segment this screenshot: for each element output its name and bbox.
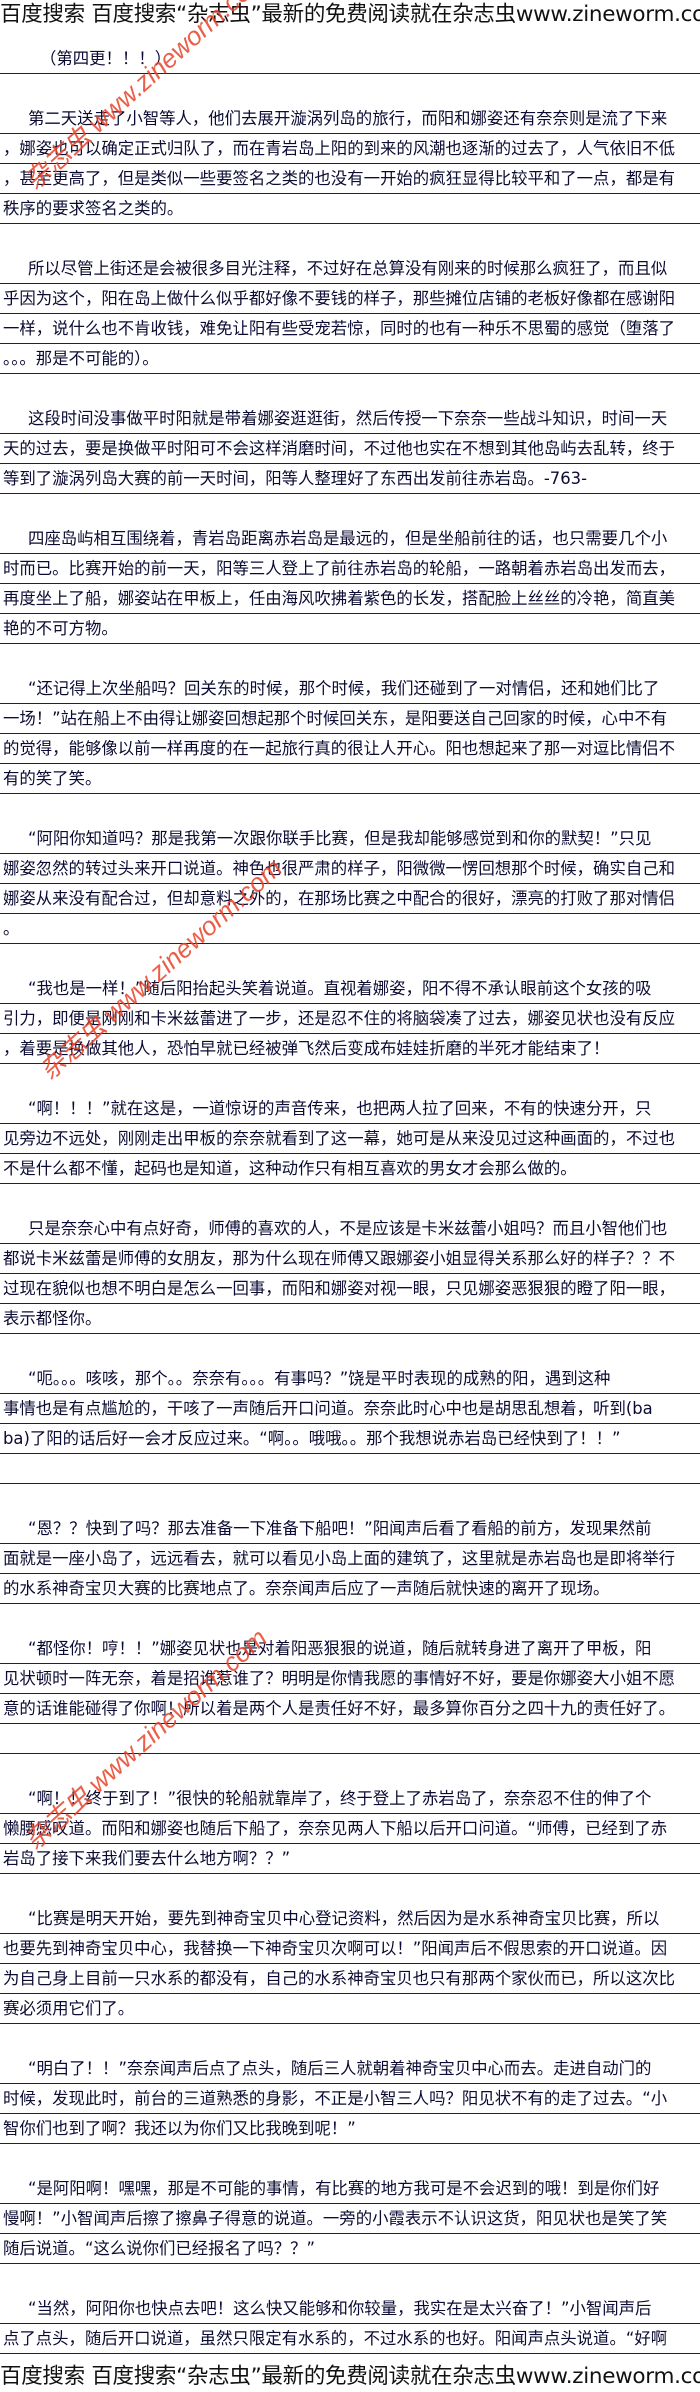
paragraph-line: 时而已。比赛开始的前一天，阳等三人登上了前往赤岩岛的轮船，一路朝着赤岩岛出发而去… bbox=[0, 554, 700, 584]
paragraph-line: ，着要是换做其他人，恐怕早就已经被弹飞然后变成布娃娃折磨的半死才能结束了！ bbox=[0, 1034, 700, 1064]
paragraph-line bbox=[0, 1724, 700, 1754]
blank-line bbox=[0, 944, 700, 974]
paragraph-line: 有的笑了笑。 bbox=[0, 764, 700, 794]
paragraph-line: ，甚至更高了，但是类似一些要签名之类的也没有一开始的疯狂显得比较平和了一点，都是… bbox=[0, 164, 700, 194]
chapter-body: （第四更！！！） 第二天送走了小智等人，他们去展开漩涡列岛的旅行，而阳和娜姿还有奈… bbox=[0, 44, 700, 2354]
blank-line bbox=[0, 2144, 700, 2174]
paragraph-line: 乎因为这个，阳在岛上做什么似乎都好像不要钱的样子，那些摊位店铺的老板好像都在感谢… bbox=[0, 284, 700, 314]
paragraph-line: 所以尽管上街还是会被很多目光注释，不过好在总算没有刚来的时候那么疯狂了，而且似 bbox=[0, 254, 700, 284]
blank-line bbox=[0, 2024, 700, 2054]
paragraph-line: 事情也是有点尴尬的，干咳了一声随后开口问道。奈奈此时心中也是胡思乱想着，听到(b… bbox=[0, 1394, 700, 1424]
blank-line bbox=[0, 794, 700, 824]
paragraph-line: 这段时间没事做平时阳就是带着娜姿逛逛街，然后传授一下奈奈一些战斗知识，时间一天 bbox=[0, 404, 700, 434]
paragraph-line: ba)了阳的话后好一会才反应过来。“啊。。哦哦。。那个我想说赤岩岛已经快到了！！… bbox=[0, 1424, 700, 1454]
blank-line bbox=[0, 374, 700, 404]
paragraph-line: 的水系神奇宝贝大赛的比赛地点了。奈奈闻声后应了一声随后就快速的离开了现场。 bbox=[0, 1574, 700, 1604]
paragraph-line: 岩岛了接下来我们要去什么地方啊？？” bbox=[0, 1844, 700, 1874]
paragraph-line: 不是什么都不懂，起码也是知道，这种动作只有相互喜欢的男女才会那么做的。 bbox=[0, 1154, 700, 1184]
paragraph-line: 面就是一座小岛了，远远看去，就可以看见小岛上面的建筑了，这里就是赤岩岛也是即将举… bbox=[0, 1544, 700, 1574]
blank-line bbox=[0, 224, 700, 254]
paragraph-line: 也要先到神奇宝贝中心，我替换一下神奇宝贝次啊可以！”阳闻声后不假思索的开口说道。… bbox=[0, 1934, 700, 1964]
blank-line bbox=[0, 1604, 700, 1634]
paragraph-line: 时候，发现此时，前台的三道熟悉的身影，不正是小智三人吗？阳见状不有的走了过去。“… bbox=[0, 2084, 700, 2114]
blank-line bbox=[0, 1874, 700, 1904]
paragraph-line: 智你们也到了啊？我还以为你们又比我晚到呢！” bbox=[0, 2114, 700, 2144]
paragraph-line: 只是奈奈心中有点好奇，师傅的喜欢的人，不是应该是卡米兹蕾小姐吗？而且小智他们也 bbox=[0, 1214, 700, 1244]
paragraph-line: “啊！！！”就在这是，一道惊讶的声音传来，也把两人拉了回来，不有的快速分开，只 bbox=[0, 1094, 700, 1124]
paragraph-line: 。 bbox=[0, 914, 700, 944]
paragraph-line: “啊！！终于到了！”很快的轮船就靠岸了，终于登上了赤岩岛了，奈奈忍不住的伸了个 bbox=[0, 1784, 700, 1814]
paragraph-line: 一样，说什么也不肯收钱，难免让阳有些受宠若惊，同时的也有一种乐不思蜀的感觉（堕落… bbox=[0, 314, 700, 344]
paragraph-line: 等到了漩涡列岛大赛的前一天时间，阳等人整理好了东西出发前往赤岩岛。-763- bbox=[0, 464, 700, 494]
blank-line bbox=[0, 1484, 700, 1514]
paragraph-line: 娜姿忽然的转过头来开口说道。神色也很严肃的样子，阳微微一愣回想那个时候，确实自己… bbox=[0, 854, 700, 884]
paragraph-line: 艳的不可方物。 bbox=[0, 614, 700, 644]
paragraph-line: 娜姿从来没有配合过，但却意料之外的，在那场比赛之中配合的很好，漂亮的打败了那对情… bbox=[0, 884, 700, 914]
chapter-heading: （第四更！！！） bbox=[0, 44, 700, 74]
blank-line bbox=[0, 644, 700, 674]
paragraph-line: 慢啊！”小智闻声后擦了擦鼻子得意的说道。一旁的小霞表示不认识这货，阳见状也是笑了… bbox=[0, 2204, 700, 2234]
paragraph-line: “当然，阿阳你也快点去吧！这么快又能够和你较量，我实在是太兴奋了！”小智闻声后 bbox=[0, 2294, 700, 2324]
paragraph-line: 都说卡米兹蕾是师傅的女朋友，那为什么现在师傅又跟娜姿小姐显得关系那么好的样子？？… bbox=[0, 1244, 700, 1274]
paragraph-line bbox=[0, 1454, 700, 1484]
paragraph-line: 再度坐上了船，娜姿站在甲板上，任由海风吹拂着紫色的长发，搭配脸上丝丝的冷艳，简直… bbox=[0, 584, 700, 614]
paragraph-line: “还记得上次坐船吗？回关东的时候，那个时候，我们还碰到了一对情侣，还和她们比了 bbox=[0, 674, 700, 704]
paragraph-line: 懒腰感叹道。而阳和娜姿也随后下船了，奈奈见两人下船以后开口问道。“师傅，已经到了… bbox=[0, 1814, 700, 1844]
blank-line bbox=[0, 1334, 700, 1364]
paragraph-line: “恩？？快到了吗？那去准备一下准备下船吧！”阳闻声后看了看船的前方，发现果然前 bbox=[0, 1514, 700, 1544]
paragraph-line: 一场！”站在船上不由得让娜姿回想起那个时候回关东，是阳要送自己回家的时候，心中不… bbox=[0, 704, 700, 734]
paragraph-line: 的觉得，能够像以前一样再度的在一起旅行真的很让人开心。阳也想起来了那一对逗比情侣… bbox=[0, 734, 700, 764]
paragraph-line: “都怪你！哼！！”娜姿见状也是对着阳恶狠狠的说道，随后就转身进了离开了甲板，阳 bbox=[0, 1634, 700, 1664]
paragraph-line: “比赛是明天开始，要先到神奇宝贝中心登记资料，然后因为是水系神奇宝贝比赛，所以 bbox=[0, 1904, 700, 1934]
paragraph-line: 过现在貌似也想不明白是怎么一回事，而阳和娜姿对视一眼，只见娜姿恶狠狠的瞪了阳一眼… bbox=[0, 1274, 700, 1304]
blank-line bbox=[0, 74, 700, 104]
paragraph-line: 表示都怪你。 bbox=[0, 1304, 700, 1334]
blank-line bbox=[0, 1754, 700, 1784]
paragraph-line: “呃。。。咳咳，那个。。奈奈有。。。有事吗？”饶是平时表现的成熟的阳，遇到这种 bbox=[0, 1364, 700, 1394]
paragraph-line: 见状顿时一阵无奈，着是招谁惹谁了？明明是你情我愿的事情好不好，要是你娜姿大小姐不… bbox=[0, 1664, 700, 1694]
paragraph-line: “我也是一样！”随后阳抬起头笑着说道。直视着娜姿，阳不得不承认眼前这个女孩的吸 bbox=[0, 974, 700, 1004]
paragraph-line: 第二天送走了小智等人，他们去展开漩涡列岛的旅行，而阳和娜姿还有奈奈则是流了下来 bbox=[0, 104, 700, 134]
paragraph-line: 见旁边不远处，刚刚走出甲板的奈奈就看到了这一幕，她可是从来没见过这种画面的，不过… bbox=[0, 1124, 700, 1154]
blank-line bbox=[0, 494, 700, 524]
top-banner: 百度搜索 百度搜索“杂志虫”最新的免费阅读就在杂志虫www.zineworm.c… bbox=[0, 2, 700, 27]
paragraph-line: 天的过去，要是换做平时阳可不会这样消磨时间，不过他也实在不想到其他岛屿去乱转，终… bbox=[0, 434, 700, 464]
paragraph-line: 赛必须用它们了。 bbox=[0, 1994, 700, 2024]
blank-line bbox=[0, 1064, 700, 1094]
paragraph-line: “是阿阳啊！嘿嘿，那是不可能的事情，有比赛的地方我可是不会迟到的哦！到是你们好 bbox=[0, 2174, 700, 2204]
blank-line bbox=[0, 2264, 700, 2294]
paragraph-line: 意的话谁能碰得了你啊！所以着是两个人是责任好不好，最多算你百分之四十九的责任好了… bbox=[0, 1694, 700, 1724]
paragraph-line: 四座岛屿相互围绕着，青岩岛距离赤岩岛是最远的，但是坐船前往的话，也只需要几个小 bbox=[0, 524, 700, 554]
paragraph-line: 为自己身上目前一只水系的都没有，自己的水系神奇宝贝也只有那两个家伙而已，所以这次… bbox=[0, 1964, 700, 1994]
blank-line bbox=[0, 1184, 700, 1214]
paragraph-line: “阿阳你知道吗？那是我第一次跟你联手比赛，但是我却能够感觉到和你的默契！”只见 bbox=[0, 824, 700, 854]
paragraph-line: 。。。那是不可能的）。 bbox=[0, 344, 700, 374]
paragraph-line: “明白了！！”奈奈闻声后点了点头，随后三人就朝着神奇宝贝中心而去。走进自动门的 bbox=[0, 2054, 700, 2084]
bottom-banner: 百度搜索 百度搜索“杂志虫”最新的免费阅读就在杂志虫www.zineworm.c… bbox=[0, 2364, 700, 2389]
paragraph-line: 随后说道。“这么说你们已经报名了吗？？” bbox=[0, 2234, 700, 2264]
paragraph-line: 秩序的要求签名之类的。 bbox=[0, 194, 700, 224]
paragraph-line: 点了点头，随后开口说道，虽然只限定有水系的，不过水系的也好。阳闻声点头说道。“好… bbox=[0, 2324, 700, 2354]
paragraph-line: 引力，即便是刚刚和卡米兹蕾进了一步，还是忍不住的将脑袋凑了过去，娜姿见状也没有反… bbox=[0, 1004, 700, 1034]
paragraph-line: ，娜姿也可以确定正式归队了，而在青岩岛上阳的到来的风潮也逐渐的过去了，人气依旧不… bbox=[0, 134, 700, 164]
